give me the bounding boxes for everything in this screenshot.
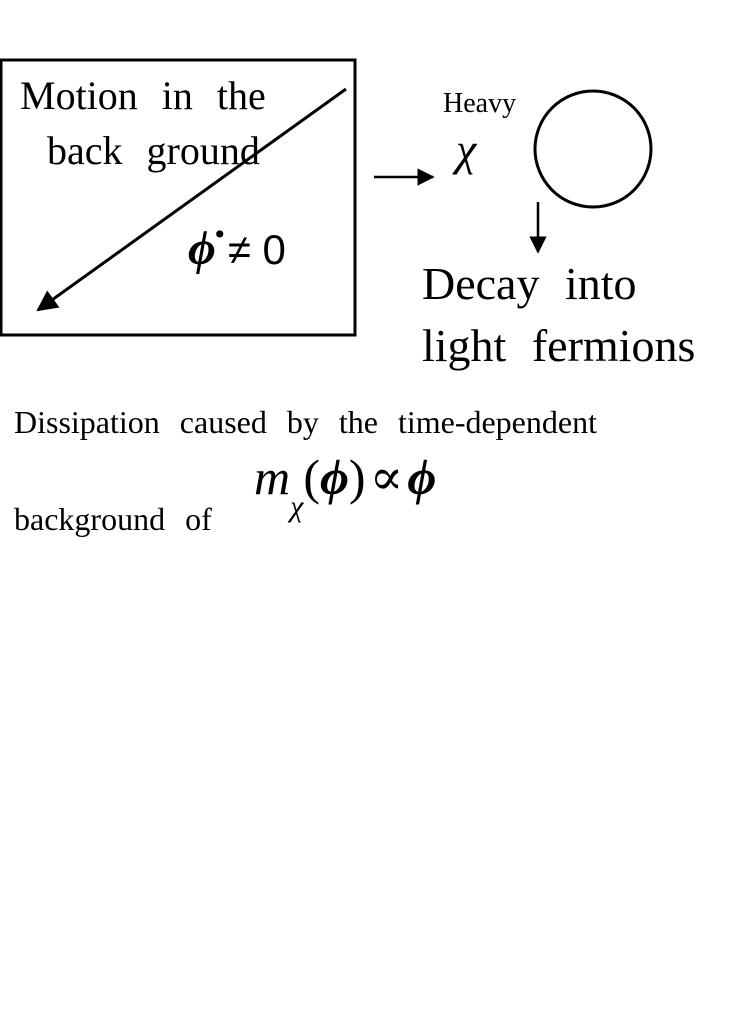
decay-line1: Decay into — [422, 258, 637, 309]
heavy-particle-circle — [533, 89, 653, 209]
heavy-label: Heavy — [443, 88, 517, 119]
decay-line2: light fermions — [422, 320, 696, 371]
box-title-line2: back ground — [47, 128, 260, 173]
not-equal-zero: ≠ 0 — [227, 226, 286, 273]
background-motion-box — [0, 58, 357, 337]
box-title-line1: Motion in the — [20, 73, 266, 118]
caption-line2: background of — [14, 501, 212, 537]
formula-chi-subscript: χ — [290, 490, 304, 523]
formula-close-paren: ) — [348, 449, 366, 505]
chi-symbol: χ — [456, 124, 477, 175]
formula-proportional-symbol: ∝ — [369, 449, 404, 505]
caption-line1: Dissipation caused by the time-dependent — [14, 404, 597, 440]
formula-phi-argument: ϕ — [319, 449, 349, 505]
phi-dot-nonzero-expression: ϕ̇ ≠ 0 — [188, 225, 286, 273]
formula-phi-rhs: ϕ — [407, 449, 437, 505]
phi-dot-symbol: ϕ̇ — [188, 222, 216, 275]
formula-m: m — [254, 449, 291, 505]
formula-open-paren: ( — [303, 449, 320, 505]
diagonal-motion-arrow — [36, 87, 347, 312]
mass-proportional-formula: mχ(ϕ)∝ϕ — [254, 449, 437, 522]
